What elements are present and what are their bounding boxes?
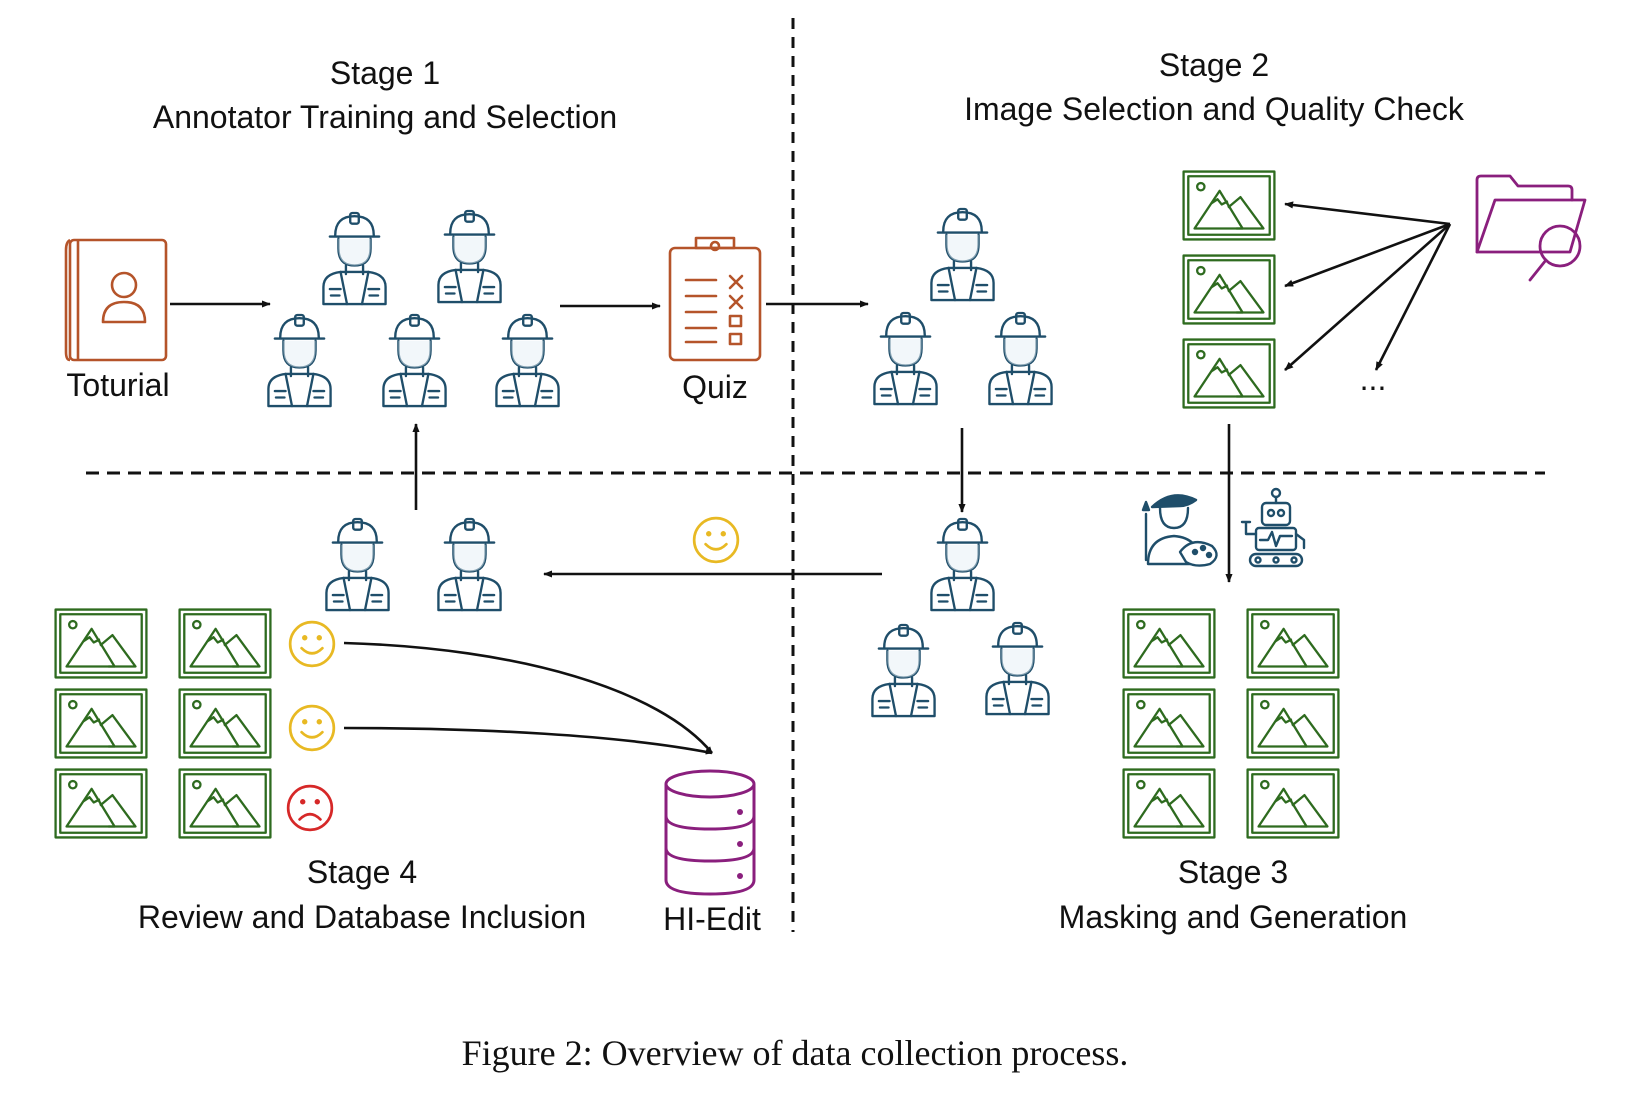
image-icon bbox=[1182, 338, 1276, 409]
image-icon bbox=[54, 688, 148, 759]
stage-3-number: Stage 3 bbox=[1178, 854, 1288, 890]
worker-icon bbox=[322, 211, 387, 306]
image-icon bbox=[1246, 688, 1340, 759]
robot-icon bbox=[1240, 487, 1306, 568]
artist-icon bbox=[1141, 494, 1218, 567]
stage-2-title: Image Selection and Quality Check bbox=[964, 91, 1465, 127]
worker-icon bbox=[437, 517, 502, 612]
stage-1-title: Annotator Training and Selection bbox=[153, 99, 617, 135]
image-icon bbox=[54, 608, 148, 679]
happy-face-icon bbox=[692, 516, 740, 564]
image-icon bbox=[178, 688, 272, 759]
database-icon bbox=[664, 769, 756, 896]
worker-icon bbox=[873, 311, 938, 406]
image-icon bbox=[178, 768, 272, 839]
image-icon bbox=[178, 608, 272, 679]
quiz-label: Quiz bbox=[682, 369, 748, 405]
worker-icon bbox=[988, 311, 1053, 406]
image-icon bbox=[1182, 254, 1276, 325]
tutorial-label: Toturial bbox=[66, 367, 169, 403]
stage-1-number: Stage 1 bbox=[330, 55, 440, 91]
stage-3-title: Masking and Generation bbox=[1059, 899, 1408, 935]
worker-icon bbox=[437, 209, 502, 304]
worker-icon bbox=[930, 207, 995, 302]
image-icon bbox=[1122, 608, 1216, 679]
clipboard-quiz-icon bbox=[668, 236, 762, 362]
image-icon bbox=[1122, 688, 1216, 759]
worker-icon bbox=[382, 313, 447, 408]
sad-face-icon bbox=[286, 784, 334, 832]
database-label: HI-Edit bbox=[663, 901, 761, 937]
image-icon bbox=[1246, 768, 1340, 839]
stage-4-title: Review and Database Inclusion bbox=[138, 899, 586, 935]
worker-icon bbox=[930, 517, 995, 612]
worker-icon bbox=[985, 621, 1050, 716]
stage-4-number: Stage 4 bbox=[307, 854, 417, 890]
happy-face-icon bbox=[288, 620, 336, 668]
image-icon bbox=[54, 768, 148, 839]
happy-face-icon bbox=[288, 704, 336, 752]
figure-caption: Figure 2: Overview of data collection pr… bbox=[462, 1033, 1129, 1073]
worker-icon bbox=[267, 313, 332, 408]
more-images-ellipsis: ... bbox=[1360, 361, 1387, 397]
image-icon bbox=[1182, 170, 1276, 241]
worker-icon bbox=[495, 313, 560, 408]
arrow-approved-to-database-2 bbox=[343, 726, 713, 755]
arrow-approved-to-database-1 bbox=[343, 641, 714, 754]
stage-2-number: Stage 2 bbox=[1159, 47, 1269, 83]
book-user-icon bbox=[64, 238, 168, 362]
worker-icon bbox=[871, 623, 936, 718]
folder-to-images-arrows bbox=[1284, 201, 1452, 371]
folder-search-icon bbox=[1475, 174, 1587, 282]
image-icon bbox=[1246, 608, 1340, 679]
worker-icon bbox=[325, 517, 390, 612]
image-icon bbox=[1122, 768, 1216, 839]
